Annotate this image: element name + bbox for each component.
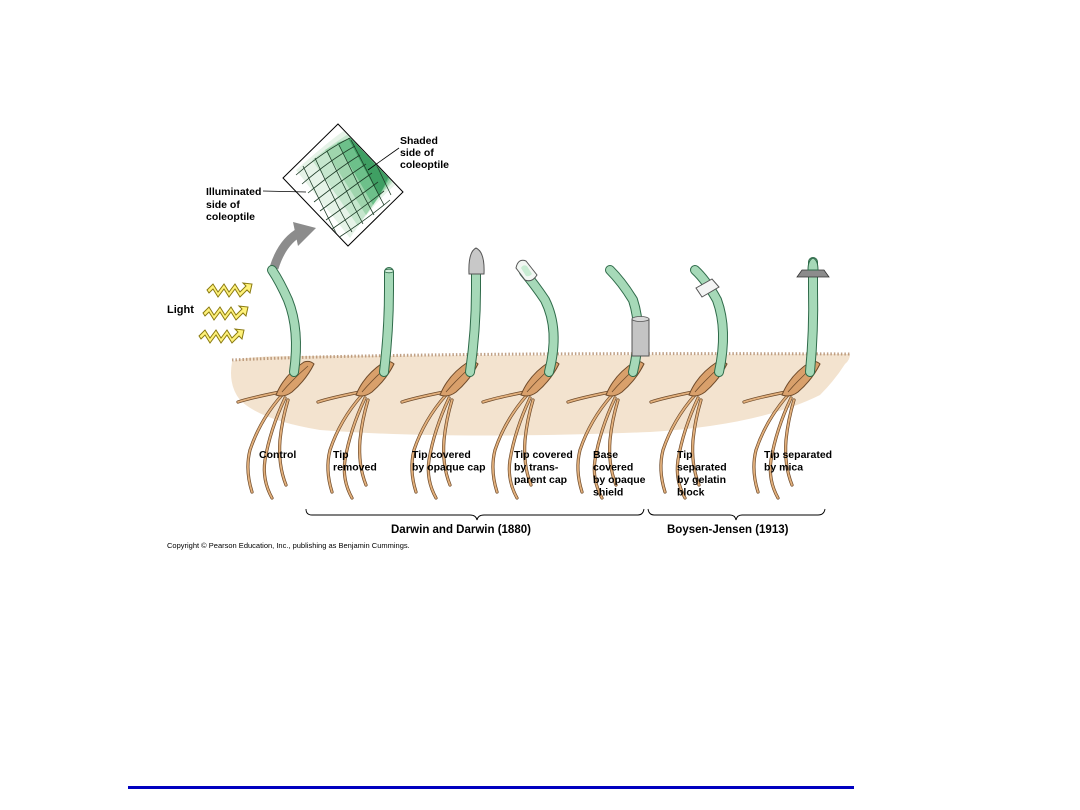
cell-inset (262, 123, 404, 247)
light-label: Light (167, 304, 194, 316)
plant-opaque-cap (400, 247, 485, 500)
zoom-arrow-icon (269, 222, 316, 270)
opaque-shield-icon (631, 318, 650, 357)
plant-mica (742, 257, 830, 500)
shaded-side-label: Shaded side of coleoptile (400, 135, 449, 171)
group-label-boysen-jensen: Boysen-Jensen (1913) (667, 524, 789, 536)
experiment-label-control: Control (259, 449, 296, 461)
bottom-rule (128, 786, 854, 789)
light-rays-icon (198, 282, 253, 344)
plant-control (236, 265, 315, 500)
bracket-boysen-jensen (647, 508, 826, 521)
plant-transparent-cap (481, 259, 560, 500)
illuminated-side-label: Illuminated side of coleoptile (206, 186, 264, 223)
bracket-darwin (305, 508, 645, 521)
gelatin-block-icon (695, 278, 720, 298)
copyright-notice: Copyright © Pearson Education, Inc., pub… (167, 541, 410, 550)
mica-barrier-icon (796, 269, 830, 278)
plant-gelatin-block (649, 265, 729, 500)
plant-opaque-shield (566, 265, 650, 500)
group-label-darwin: Darwin and Darwin (1880) (391, 524, 531, 536)
opaque-cap-icon (468, 247, 485, 275)
plant-tip-removed (316, 267, 395, 500)
soil (231, 352, 851, 436)
